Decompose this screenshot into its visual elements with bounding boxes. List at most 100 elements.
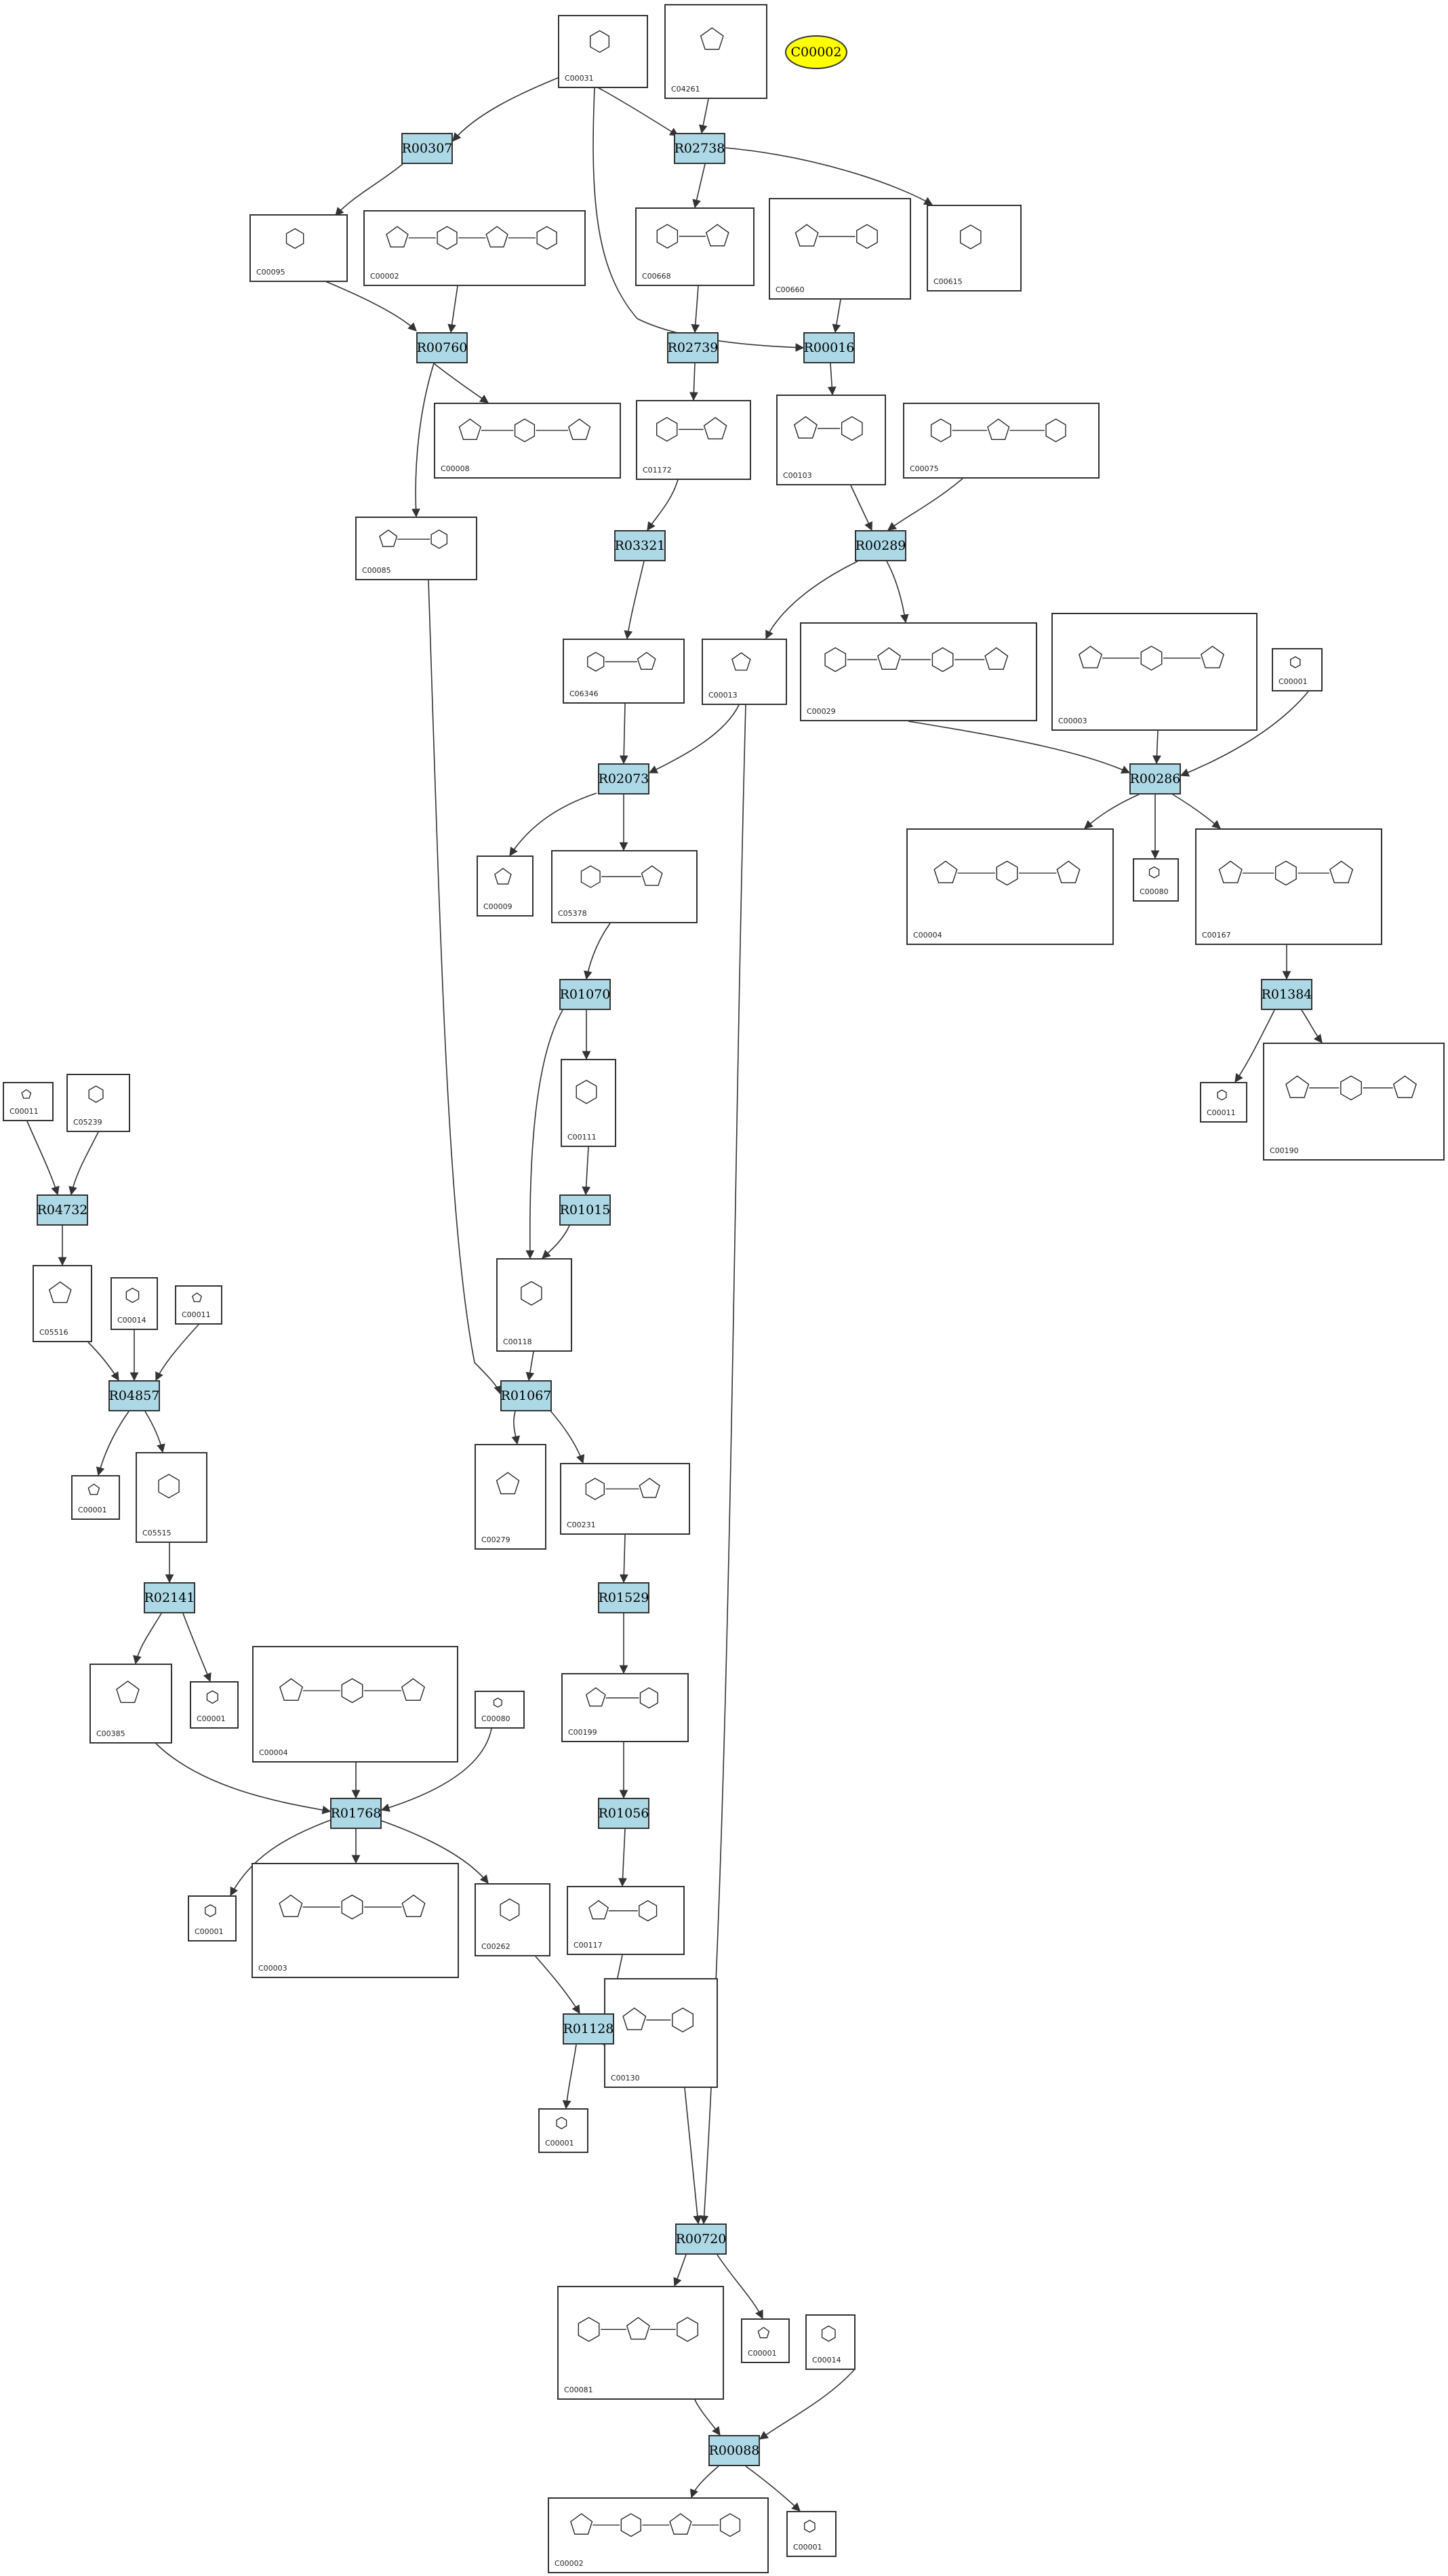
compound-node[interactable]: C00001	[71, 1475, 120, 1520]
compound-node[interactable]: C00111	[561, 1059, 616, 1147]
molecule-ring	[656, 417, 678, 442]
molecule-structure-icon	[578, 2316, 699, 2342]
compound-id-label: C00001	[78, 1506, 107, 1514]
compound-node[interactable]: C00075	[903, 403, 1100, 479]
compound-id-label: C00262	[481, 1942, 510, 1951]
reaction-node[interactable]: R02141	[144, 1582, 195, 1613]
compound-node[interactable]: C00199	[561, 1673, 689, 1742]
compound-node[interactable]: C05239	[66, 1074, 130, 1132]
molecule-structure-icon	[521, 1281, 542, 1306]
compound-node[interactable]: C00001	[786, 2511, 837, 2557]
reaction-node[interactable]: R01128	[563, 2013, 614, 2045]
compound-node[interactable]: C00660	[769, 198, 911, 300]
compound-node[interactable]: C00231	[560, 1463, 690, 1535]
edge-arrow	[619, 703, 628, 765]
highlighted-compound-node[interactable]: C00002	[785, 35, 847, 69]
compound-node[interactable]: C01172	[636, 400, 751, 480]
molecule-ring	[677, 2316, 699, 2342]
reaction-node[interactable]: R00286	[1129, 763, 1181, 794]
reaction-node[interactable]: R00720	[675, 2223, 727, 2255]
reaction-node[interactable]: R00307	[401, 133, 453, 164]
reaction-node[interactable]: R00088	[708, 2435, 760, 2466]
molecule-structure-icon	[622, 2007, 693, 2033]
reaction-node[interactable]: R02739	[667, 332, 719, 363]
compound-node[interactable]: C00003	[252, 1863, 459, 1978]
molecule-ring	[125, 1287, 140, 1304]
molecule-structure-icon	[731, 652, 751, 671]
compound-node[interactable]: C05378	[551, 850, 698, 923]
compound-node[interactable]: C00009	[477, 856, 534, 917]
reaction-node[interactable]: R02073	[598, 763, 649, 794]
edge-arrow	[691, 285, 700, 334]
compound-node[interactable]: C04261	[664, 4, 767, 99]
compound-id-label: C00615	[933, 277, 963, 286]
compound-node[interactable]: C00001	[188, 1895, 237, 1941]
molecule-ring	[458, 418, 481, 441]
compound-node[interactable]: C05515	[136, 1452, 207, 1543]
reaction-node[interactable]: R01529	[598, 1582, 649, 1613]
compound-id-label: C00081	[564, 2386, 593, 2394]
compound-node[interactable]: C06346	[563, 639, 685, 704]
compound-node[interactable]: C00190	[1263, 1043, 1445, 1161]
compound-node[interactable]: C00117	[567, 1886, 685, 1955]
compound-node[interactable]: C00080	[475, 1691, 525, 1729]
edge-arrow	[511, 1411, 521, 1445]
reaction-node[interactable]: R04857	[108, 1380, 160, 1411]
compound-node[interactable]: C00003	[1051, 613, 1258, 731]
compound-node[interactable]: C00103	[776, 395, 886, 485]
compound-node[interactable]: C00095	[249, 214, 348, 282]
compound-node[interactable]: C00081	[557, 2286, 724, 2400]
compound-node[interactable]: C00262	[475, 1883, 550, 1956]
molecule-ring	[931, 647, 954, 672]
compound-id-label: C01172	[643, 466, 672, 475]
reaction-node[interactable]: R01768	[330, 1798, 382, 1829]
compound-node[interactable]: C05516	[33, 1265, 92, 1342]
compound-node[interactable]: C00011	[175, 1285, 222, 1325]
compound-node[interactable]: C00001	[1272, 648, 1323, 691]
edge-arrow	[717, 2254, 763, 2320]
reaction-node[interactable]: R00760	[416, 332, 468, 363]
reaction-node[interactable]: R01056	[598, 1798, 649, 1829]
compound-node[interactable]: C00014	[110, 1277, 158, 1330]
reaction-node[interactable]: R01070	[559, 979, 611, 1010]
compound-node[interactable]: C00029	[800, 622, 1037, 721]
compound-node[interactable]: C00668	[635, 207, 755, 286]
compound-node[interactable]: C00279	[475, 1444, 546, 1550]
compound-node[interactable]: C00004	[906, 828, 1114, 945]
compound-node[interactable]: C00002	[363, 210, 586, 286]
compound-node[interactable]: C00004	[252, 1646, 458, 1763]
compound-node[interactable]: C00011	[1200, 1082, 1247, 1123]
reaction-node[interactable]: R03321	[614, 530, 666, 561]
molecule-ring	[1079, 645, 1103, 668]
compound-node[interactable]: C00085	[355, 517, 477, 580]
compound-node[interactable]: C00011	[3, 1082, 54, 1121]
reaction-node[interactable]: R01067	[500, 1380, 552, 1411]
compound-node[interactable]: C00031	[558, 15, 648, 88]
compound-node[interactable]: C00118	[496, 1258, 572, 1352]
compound-node[interactable]: C00014	[805, 2314, 856, 2370]
reaction-node[interactable]: R01384	[1261, 979, 1312, 1010]
compound-node[interactable]: C00001	[190, 1681, 239, 1729]
edge-arrow	[887, 478, 963, 531]
compound-node[interactable]: C00001	[741, 2318, 790, 2363]
compound-node[interactable]: C00615	[927, 205, 1022, 291]
edge-arrow	[1234, 1009, 1275, 1083]
compound-node[interactable]: C00167	[1195, 828, 1382, 945]
compound-node[interactable]: C00002	[548, 2497, 769, 2573]
compound-node[interactable]: C00385	[89, 1664, 172, 1744]
molecule-ring	[401, 1678, 425, 1701]
reaction-node[interactable]: R04732	[37, 1194, 88, 1226]
edge-arrow	[584, 923, 611, 980]
molecule-structure-icon	[116, 1681, 140, 1704]
molecule-structure-icon	[930, 418, 1066, 443]
edge-arrow	[1180, 691, 1309, 777]
reaction-node[interactable]: R01015	[559, 1194, 611, 1226]
reaction-node[interactable]: R02738	[674, 133, 725, 164]
compound-node[interactable]: C00001	[538, 2108, 588, 2153]
compound-node[interactable]: C00008	[434, 403, 621, 479]
compound-node[interactable]: C00130	[604, 1978, 718, 2088]
compound-node[interactable]: C00013	[702, 639, 787, 705]
reaction-node[interactable]: R00289	[855, 530, 906, 561]
reaction-node[interactable]: R00016	[803, 332, 855, 363]
compound-node[interactable]: C00080	[1133, 858, 1179, 902]
